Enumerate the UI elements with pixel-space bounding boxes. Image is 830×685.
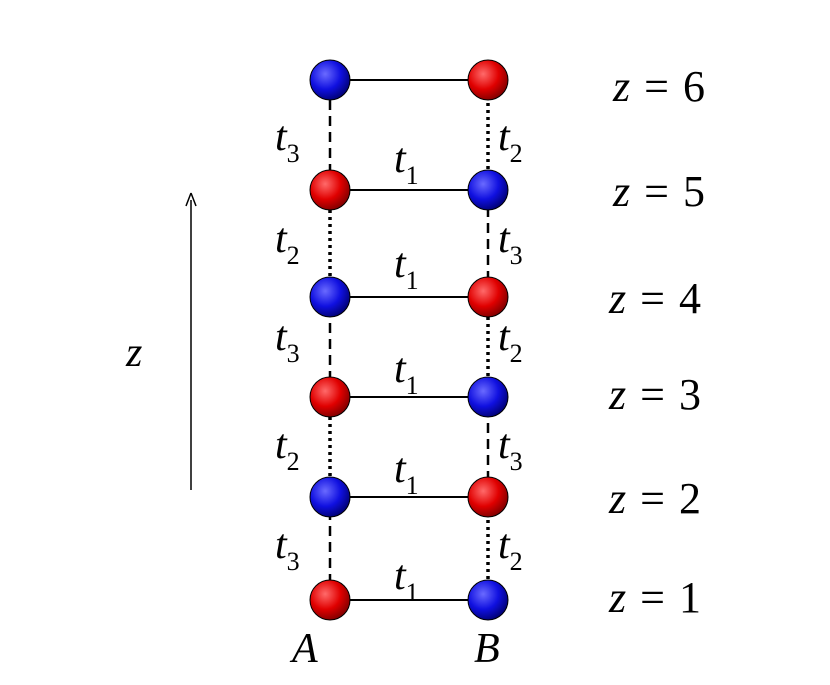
level-label-z6: z=6	[612, 62, 705, 111]
leg-label-left-4-5: t2	[275, 216, 300, 270]
site-right-z1-blue	[467, 579, 509, 621]
rung-label-z3: t1	[394, 346, 419, 400]
z-axis-arrowhead	[185, 192, 197, 207]
site-left-z2-blue	[309, 476, 351, 518]
site-left-z5-red	[309, 169, 351, 211]
level-label-z3: z=3	[608, 370, 701, 419]
level-label-z5: z=5	[612, 167, 705, 216]
sublattice-label-a: A	[289, 626, 318, 672]
leg-label-right-4-5: t3	[498, 216, 523, 270]
level-label-z1: z=1	[608, 573, 701, 622]
leg-label-right-1-2: t2	[498, 522, 523, 576]
site-left-z1-red	[309, 579, 351, 621]
site-right-z5-blue	[467, 169, 509, 211]
site-right-z6-red	[467, 59, 509, 101]
lattice-sites	[309, 59, 509, 621]
site-right-z2-red	[467, 476, 509, 518]
rung-label-z4: t1	[394, 241, 419, 295]
ladder-rungs	[330, 79, 488, 601]
leg-label-left-2-3: t2	[275, 422, 300, 476]
z-axis: z	[125, 192, 197, 490]
hopping-labels: t1 t1 t1 t1 t1 t3 t2 t2 t3 t3 t2 t2 t3 t3 t2	[275, 114, 523, 607]
site-left-z3-red	[309, 376, 351, 418]
leg-label-left-5-6: t3	[275, 114, 300, 168]
z-axis-label: z	[125, 330, 142, 376]
site-left-z4-blue	[309, 276, 351, 318]
leg-label-right-3-4: t2	[498, 314, 523, 368]
rung-label-z1: t1	[394, 553, 419, 607]
site-left-z6-blue	[309, 59, 351, 101]
rung-label-z5: t1	[394, 136, 419, 190]
leg-label-right-2-3: t3	[498, 422, 523, 476]
leg-label-left-1-2: t3	[275, 522, 300, 576]
leg-label-left-3-4: t3	[275, 314, 300, 368]
level-label-z2: z=2	[608, 474, 701, 523]
ladder-legs	[328, 80, 490, 600]
site-right-z3-blue	[467, 376, 509, 418]
site-right-z4-red	[467, 276, 509, 318]
leg-label-right-5-6: t2	[498, 114, 523, 168]
sublattice-label-b: B	[474, 626, 500, 672]
level-labels: z=1 z=2 z=3 z=4 z=5 z=6	[608, 62, 705, 622]
level-label-z4: z=4	[608, 274, 701, 323]
rung-label-z2: t1	[394, 446, 419, 500]
